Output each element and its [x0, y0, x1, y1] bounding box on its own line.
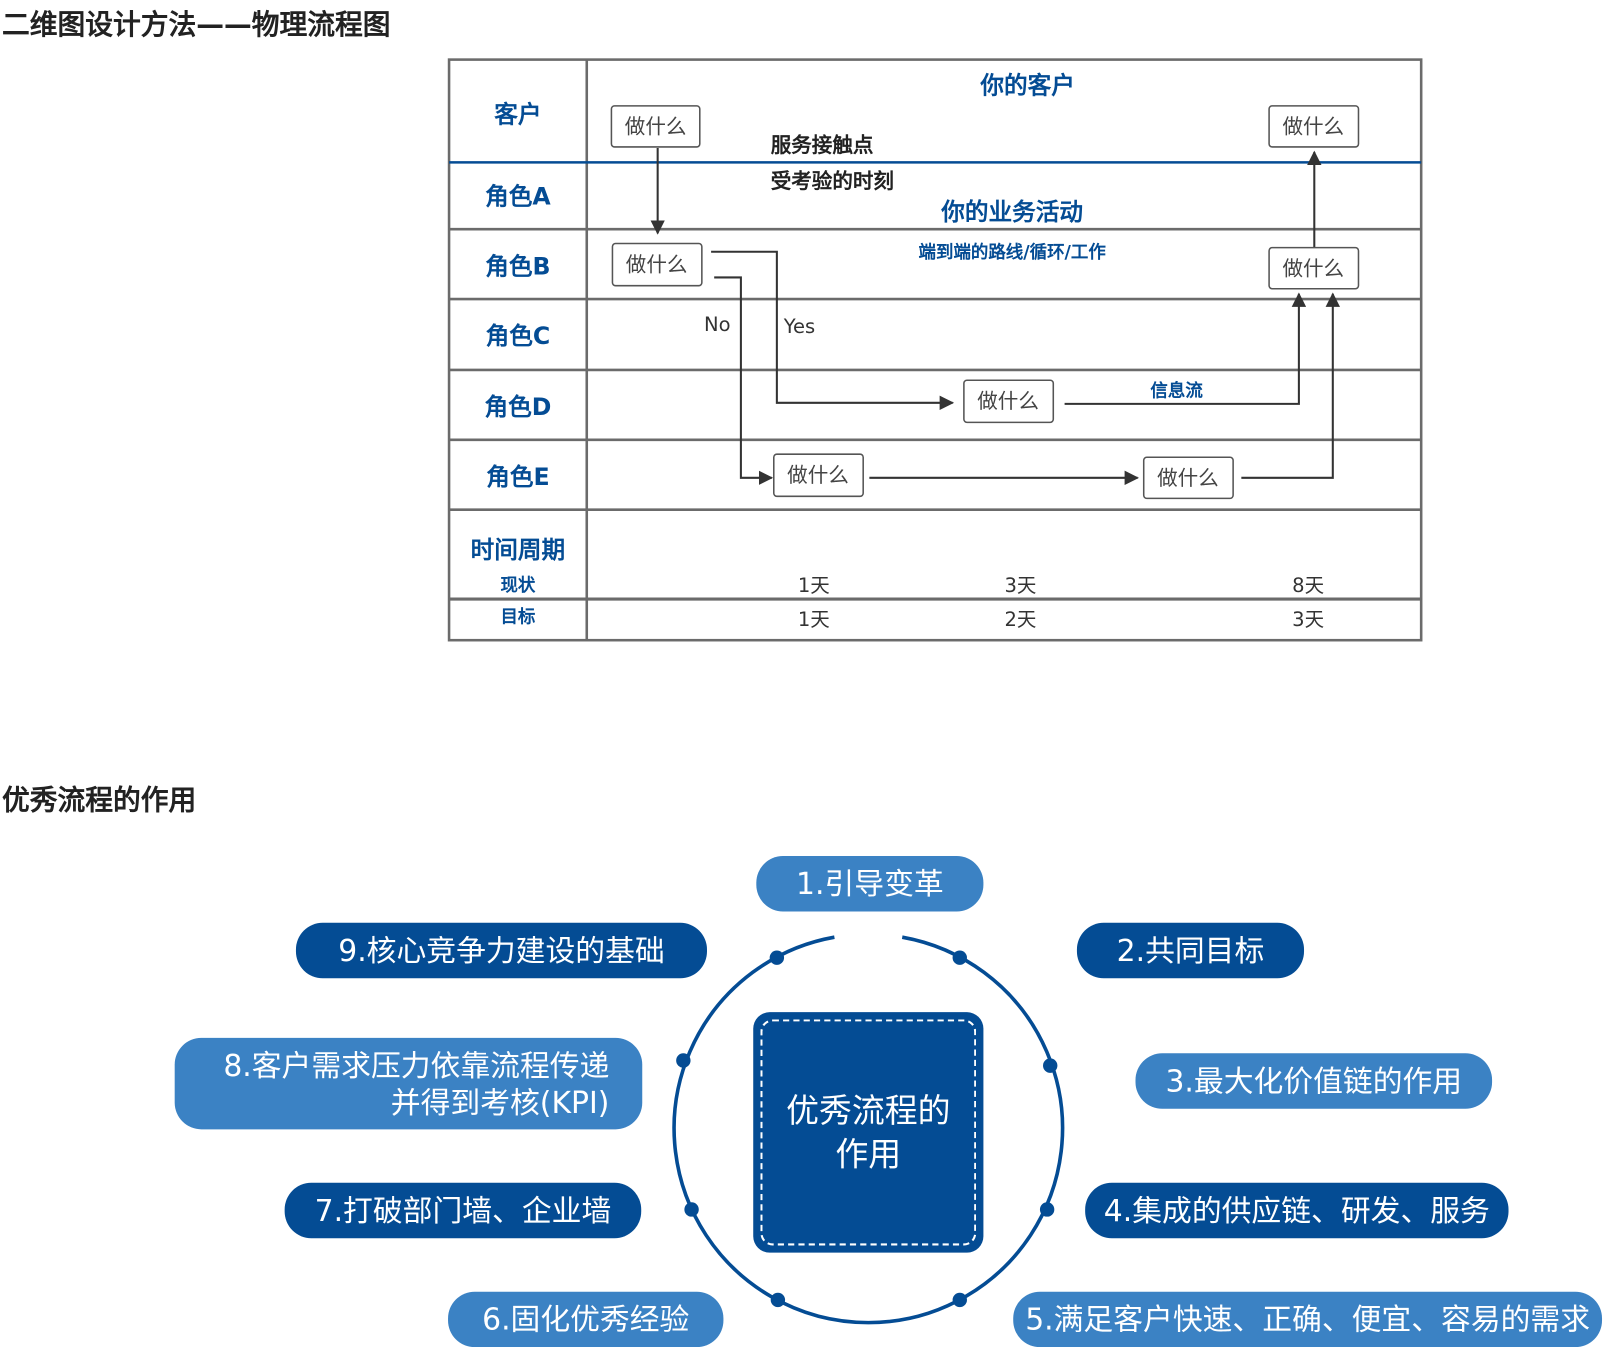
- benefit-8-line-2: 并得到考核(KPI): [390, 1084, 610, 1120]
- row-label-role-e: 角色E: [486, 463, 549, 491]
- benefit-6: 6.固化优秀经验: [448, 1291, 724, 1347]
- svg-text:做什么: 做什么: [1282, 115, 1344, 139]
- task-box-customer-2: 做什么: [1268, 105, 1360, 148]
- your-activity-label: 你的业务活动: [940, 198, 1083, 226]
- center-label: 优秀流程的作用: [760, 1019, 977, 1246]
- svg-text:做什么: 做什么: [1157, 466, 1219, 490]
- target-day-1: 1天: [798, 608, 830, 631]
- section-title-benefits: 优秀流程的作用: [2, 785, 197, 817]
- time-cycle-label: 时间周期: [471, 536, 566, 564]
- end-to-end-label: 端到端的路线/循环/工作: [919, 242, 1107, 263]
- svg-text:做什么: 做什么: [977, 389, 1039, 413]
- row-label-role-b: 角色B: [485, 252, 550, 280]
- task-boxes: 做什么 做什么 做什么 做什么 做什么 做什么 做什么: [610, 105, 1360, 500]
- benefit-5: 5.满足客户快速、正确、便宜、容易的需求: [1013, 1291, 1603, 1347]
- benefit-4: 4.集成的供应链、研发、服务: [1085, 1182, 1509, 1239]
- benefit-9: 9.核心竞争力建设的基础: [295, 922, 707, 979]
- task-box-role-e-2: 做什么: [1142, 456, 1234, 500]
- center-box: 优秀流程的作用: [753, 1012, 984, 1253]
- benefit-7: 7.打破部门墙、企业墙: [284, 1182, 642, 1239]
- benefit-3: 3.最大化价值链的作用: [1135, 1053, 1493, 1109]
- row-label-role-d: 角色D: [484, 393, 551, 421]
- benefit-1: 1.引导变革: [756, 855, 984, 912]
- row-label-customer: 客户: [494, 100, 541, 128]
- row-label-role-c: 角色C: [486, 322, 551, 350]
- benefit-2: 2.共同目标: [1076, 922, 1305, 979]
- task-box-role-b: 做什么: [611, 242, 703, 287]
- section-title-flowchart: 二维图设计方法——物理流程图: [2, 9, 391, 42]
- target-day-3: 3天: [1292, 608, 1324, 631]
- your-customer-label: 你的客户: [979, 72, 1075, 100]
- task-box-role-d: 做什么: [963, 379, 1055, 424]
- current-day-1: 1天: [798, 574, 830, 597]
- touchpoint-label: 服务接触点: [771, 133, 874, 157]
- svg-text:做什么: 做什么: [787, 463, 849, 487]
- target-label: 目标: [500, 607, 535, 628]
- ring-dots: [676, 950, 1058, 1308]
- row-label-role-a: 角色A: [485, 182, 551, 210]
- svg-text:做什么: 做什么: [1282, 256, 1344, 280]
- yes-label: Yes: [783, 315, 816, 338]
- benefit-8: 8.客户需求压力依靠流程传递 并得到考核(KPI): [174, 1037, 643, 1130]
- flow-arrows: [650, 147, 1340, 486]
- info-flow-label: 信息流: [1150, 381, 1203, 402]
- moment-label: 受考验的时刻: [771, 169, 894, 193]
- task-box-customer-1: 做什么: [610, 105, 701, 148]
- current-day-2: 3天: [1004, 574, 1036, 597]
- task-box-role-e-1: 做什么: [773, 453, 864, 498]
- task-box-role-b-2: 做什么: [1268, 246, 1360, 290]
- no-label: No: [704, 313, 731, 336]
- physical-flowchart: 客户 角色A 角色B 角色C 角色D 角色E 时间周期 现状 目标 你的客户 你…: [447, 58, 1423, 642]
- benefit-8-line-1: 8.客户需求压力依靠流程传递: [223, 1047, 610, 1083]
- svg-text:做什么: 做什么: [626, 252, 688, 276]
- table-grid: [447, 58, 1423, 642]
- svg-text:做什么: 做什么: [625, 115, 687, 139]
- target-day-2: 2天: [1004, 608, 1036, 631]
- current-day-3: 8天: [1292, 574, 1324, 597]
- current-label: 现状: [500, 575, 535, 596]
- benefit-ring: [672, 935, 1065, 1325]
